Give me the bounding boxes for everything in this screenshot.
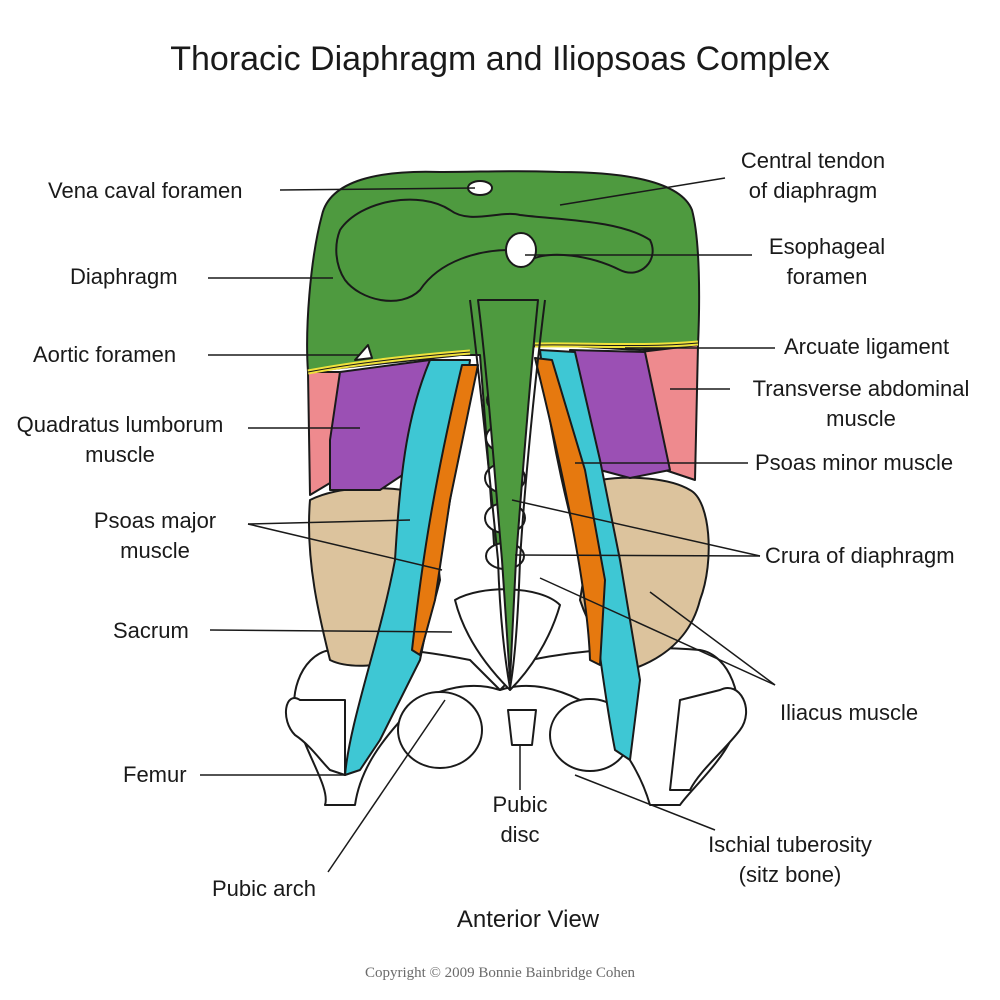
label-quadratus-line1: Quadratus lumborum: [16, 412, 224, 437]
aortic-foramen-opening: [354, 344, 373, 361]
label-pubic-disc-line2: disc: [500, 822, 540, 847]
central-tendon: [335, 198, 654, 302]
label-pubic-arch: Pubic arch: [212, 876, 316, 901]
diagram-title: Thoracic Diaphragm and Iliopsoas Complex: [170, 40, 830, 78]
right-femur-head: [669, 687, 747, 791]
label-transverse-line1: Transverse abdominal: [752, 376, 970, 401]
label-pubic-disc-line1: Pubic: [492, 792, 548, 817]
label-ischial-line1: Ischial tuberosity: [708, 832, 872, 857]
label-esophageal-line1: Esophageal: [768, 234, 886, 259]
label-esophageal-line2: foramen: [786, 264, 868, 289]
left-psoas-major: [344, 359, 471, 776]
label-diaphragm: Diaphragm: [70, 264, 178, 289]
label-central-tendon-line2: of diaphragm: [748, 178, 878, 203]
left-psoas-minor: [411, 364, 479, 656]
label-sacrum: Sacrum: [113, 618, 189, 643]
label-central-tendon-line1: Central tendon: [740, 148, 886, 173]
label-psoas-major: Psoas major muscle: [80, 506, 230, 566]
copyright-notice: Copyright © 2009 Bonnie Bainbridge Cohen: [364, 965, 636, 981]
right-psoas-minor: [534, 357, 606, 666]
label-femur: Femur: [123, 762, 187, 787]
label-vena-caval-foramen: Vena caval foramen: [48, 178, 243, 203]
label-quadratus-lumborum: Quadratus lumborum muscle: [2, 410, 238, 470]
label-aortic-foramen: Aortic foramen: [33, 342, 177, 367]
label-psoas-minor: Psoas minor muscle: [755, 450, 954, 475]
crura-strands: [469, 299, 546, 689]
left-obturator: [397, 691, 483, 769]
left-femur-head: [284, 697, 346, 776]
label-esophageal-foramen: Esophageal foramen: [752, 232, 902, 292]
label-transverse-abdominal: Transverse abdominal muscle: [735, 374, 987, 434]
label-arcuate-ligament: Arcuate ligament: [784, 334, 950, 359]
label-ischial-tuberosity: Ischial tuberosity (sitz bone): [690, 830, 890, 890]
label-psoas-major-line1: Psoas major: [93, 508, 217, 533]
label-crura: Crura of diaphragm: [765, 543, 955, 568]
label-quadratus-line2: muscle: [85, 442, 155, 467]
esophageal-foramen-opening: [505, 232, 537, 268]
view-caption: Anterior View: [456, 906, 600, 933]
pubic-symphysis: [507, 709, 537, 746]
label-psoas-major-line2: muscle: [120, 538, 190, 563]
label-central-tendon: Central tendon of diaphragm: [725, 146, 901, 206]
leader-lines: [200, 177, 776, 873]
label-transverse-line2: muscle: [826, 406, 896, 431]
label-pubic-disc: Pubic disc: [480, 790, 560, 850]
label-iliacus: Iliacus muscle: [780, 700, 919, 725]
label-ischial-line2: (sitz bone): [738, 862, 842, 887]
